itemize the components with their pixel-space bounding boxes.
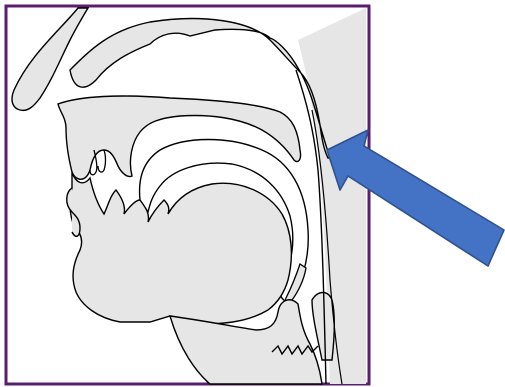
vocal-tract-diagram (0, 0, 505, 387)
diagram-canvas (0, 0, 505, 387)
